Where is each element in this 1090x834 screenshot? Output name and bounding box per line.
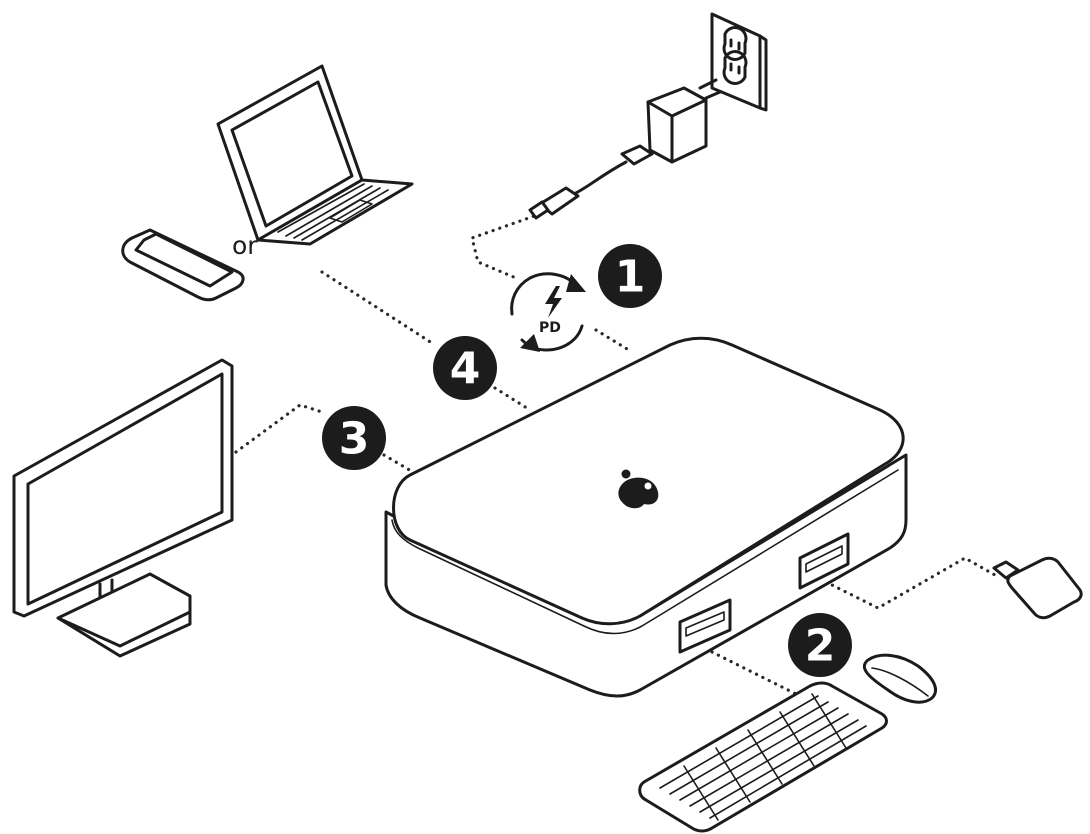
power-connection-line [470,212,542,280]
step-marker-2: 2 [788,613,852,677]
step-2-number: 2 [805,621,836,672]
step-marker-3: 3 [322,406,386,470]
connection-lines [234,212,997,702]
step-marker-1: 1 [598,244,662,308]
hub-logo-icon [618,469,659,509]
power-adapter-icon [528,78,722,220]
step-4-number: 4 [450,344,481,395]
usb-connection-line [824,556,997,610]
laptop-icon [216,64,414,246]
power-connection-line-2 [594,328,634,354]
step-marker-4: 4 [433,336,497,400]
laptop-connection-line [320,270,437,347]
monitor-connection-line [234,403,324,454]
usb-flash-drive-icon [992,556,1083,620]
step-3-number: 3 [339,414,370,465]
mouse-icon [862,653,937,704]
laptop-connection-line-2 [493,386,532,412]
docking-hub-icon [384,336,908,698]
pd-label: PD [539,320,561,336]
step-1-number: 1 [615,252,646,303]
or-label: or [232,231,258,260]
keyboard-icon [638,681,888,833]
power-delivery-icon: PD [510,272,586,352]
monitor-icon [12,358,234,658]
smartphone-icon [121,228,245,302]
wall-outlet-icon [710,12,768,112]
